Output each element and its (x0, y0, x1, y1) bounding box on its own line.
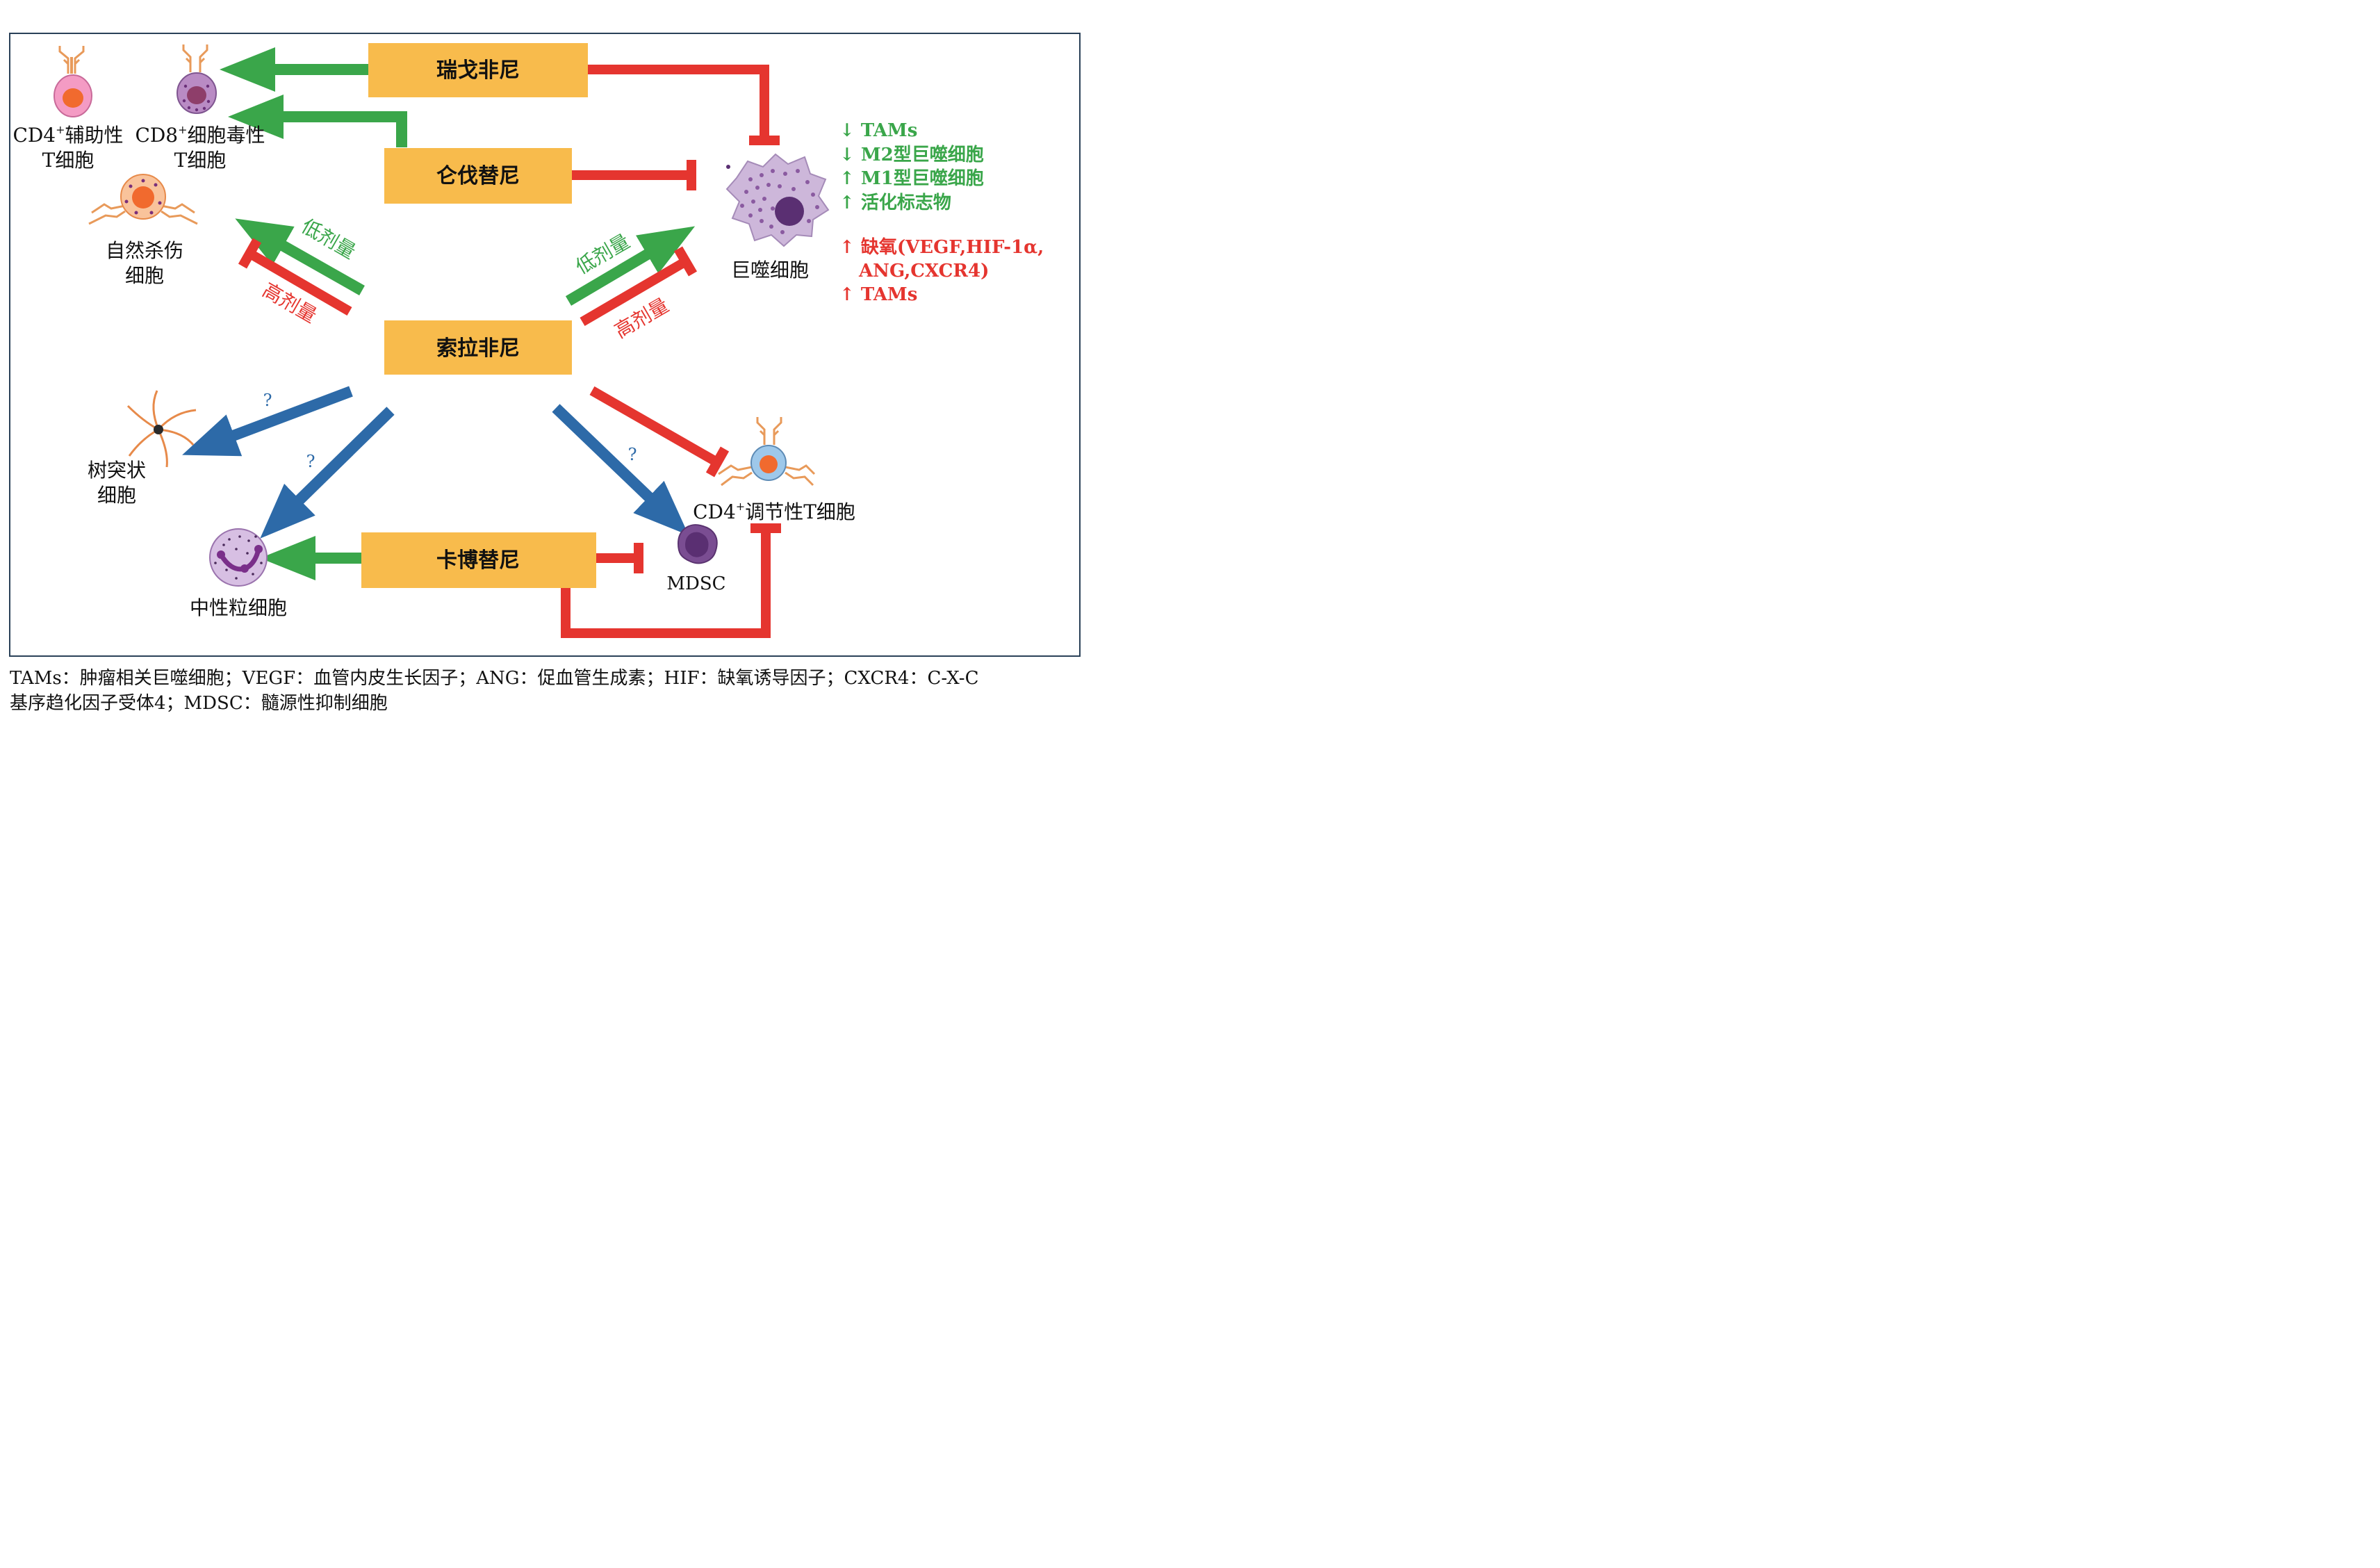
drug-cabozantinib-label: 卡博替尼 (436, 548, 520, 573)
effect-red-2: ANG,CXCR4) (858, 261, 989, 281)
footnote-line2: 基序趋化因子受体4；MDSC：髓源性抑制细胞 (10, 693, 388, 714)
unknown-mark-neutrophil: ? (306, 452, 315, 471)
sorafenib-nk-high-bar (238, 238, 262, 269)
dendritic-cell-icon (126, 390, 197, 468)
macrophage-icon (725, 153, 830, 247)
macrophage-effects-inhibited: ↑ 缺氧(VEGF,HIF-1α, ANG,CXCR4) ↑ TAMs (839, 237, 1044, 305)
sorafenib-neutrophil-arrow (260, 407, 395, 539)
macrophage-effects-activated: ↓ TAMs ↓ M2型巨噬细胞 ↑ M1型巨噬细胞 ↑ 活化标志物 (839, 120, 984, 213)
cd8-cytotoxic-t-cell-icon (177, 44, 217, 114)
sorafenib-treg-inhibit-line (589, 386, 719, 466)
sorafenib-nk-high-line (247, 249, 352, 316)
cd4-helper-t-cell-icon (54, 46, 92, 117)
sorafenib-mac-high-line (580, 256, 689, 327)
drug-lenvatinib-label: 仑伐替尼 (436, 164, 520, 188)
lenvatinib-activate-line (228, 95, 407, 147)
cd8-label-line2: T细胞 (174, 149, 227, 172)
sorafenib-mdsc-arrow (552, 404, 689, 536)
nk-label-line2: 细胞 (125, 264, 164, 287)
footnote-line1: TAMs：肿瘤相关巨噬细胞；VEGF：血管内皮生长因子；ANG：促血管生成素；H… (10, 668, 979, 689)
drug-sorafenib-label: 索拉非尼 (436, 336, 520, 361)
effect-green-1: ↓ TAMs (839, 120, 917, 141)
effect-green-4: ↑ 活化标志物 (839, 193, 951, 213)
macrophage-label: 巨噬细胞 (731, 259, 809, 281)
effect-green-2: ↓ M2型巨噬细胞 (839, 144, 984, 165)
mdsc-label: MDSC (666, 573, 725, 594)
unknown-mark-dc: ? (263, 391, 272, 410)
regorafenib-inhibit-line (588, 65, 769, 139)
effect-red-3: ↑ TAMs (839, 284, 917, 305)
sorafenib-dc-arrow (182, 386, 353, 457)
effect-green-3: ↑ M1型巨噬细胞 (839, 168, 984, 189)
neutrophil-label: 中性粒细胞 (190, 596, 287, 619)
effect-red-1: ↑ 缺氧(VEGF,HIF-1α, (839, 237, 1044, 258)
sorafenib-treg-inhibit-bar (705, 446, 730, 477)
neutrophil-icon (209, 528, 268, 587)
dc-label-line1: 树突状 (88, 459, 146, 482)
cd4-helper-label-line2: T细胞 (42, 149, 95, 172)
nk-cell-icon (88, 174, 198, 225)
diagram-frame (9, 33, 1081, 657)
unknown-mark-mdsc: ? (628, 445, 637, 464)
cabozantinib-treg-inhibit-line (561, 530, 771, 638)
drug-lenvatinib[interactable]: 仑伐替尼 (384, 148, 572, 204)
drug-regorafenib[interactable]: 瑞戈非尼 (368, 43, 588, 97)
sorafenib-mac-high-bar (673, 246, 698, 277)
treg-cell-icon (718, 417, 816, 487)
mdsc-icon (677, 524, 718, 564)
sorafenib-nk-low-arrow (235, 218, 365, 295)
footnote: TAMs：肿瘤相关巨噬细胞；VEGF：血管内皮生长因子；ANG：促血管生成素；H… (10, 666, 1080, 716)
cd4-helper-label-line1: CD4+辅助性 (13, 123, 123, 147)
cd8-label-line1: CD8+细胞毒性 (135, 123, 265, 147)
drug-regorafenib-label: 瑞戈非尼 (436, 58, 520, 83)
drug-cabozantinib[interactable]: 卡博替尼 (361, 532, 596, 588)
nk-label-line1: 自然杀伤 (106, 239, 183, 262)
drug-sorafenib[interactable]: 索拉非尼 (384, 320, 572, 375)
dc-label-line2: 细胞 (97, 484, 136, 507)
treg-label: CD4+调节性T细胞 (693, 500, 855, 523)
sorafenib-mac-low-arrow (565, 226, 696, 306)
